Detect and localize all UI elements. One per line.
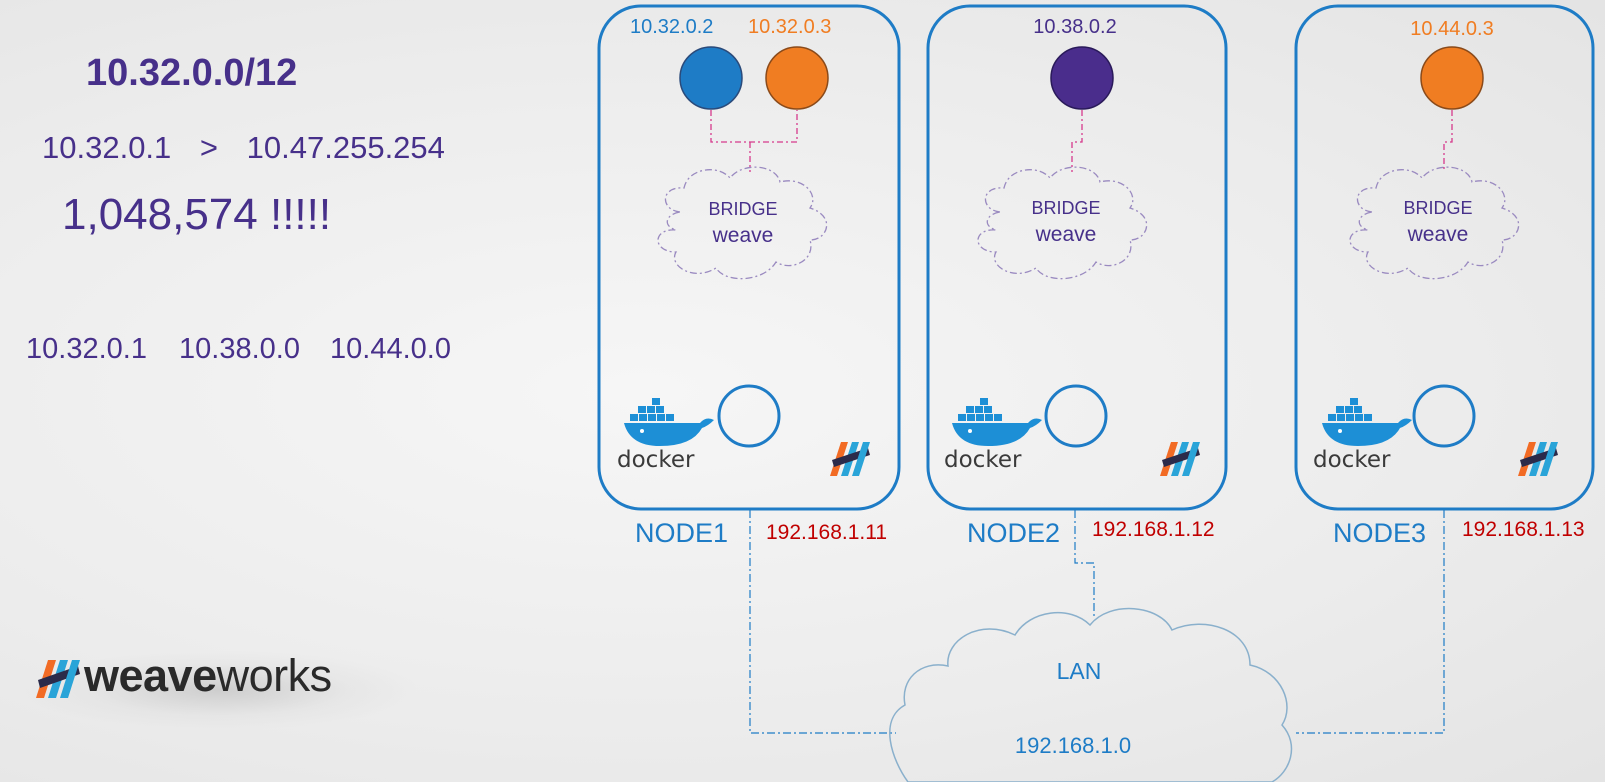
node3-name: NODE3: [1333, 518, 1426, 548]
node1-bridge-cloud: [657, 166, 828, 280]
node1-pod1-circle: [679, 46, 743, 110]
range-end: 10.47.255.254: [246, 130, 445, 165]
lan-cloud: [889, 607, 1293, 782]
allocation-node2: 10.38.0.0: [179, 333, 300, 365]
node3-ip: 192.168.1.13: [1462, 518, 1585, 541]
node2-bridge-label: BRIDGE: [1031, 198, 1100, 218]
node3-lan-link: [1296, 510, 1445, 734]
node2-box: [926, 4, 1228, 511]
weaveworks-logo-text: weaveworks: [84, 650, 332, 701]
node1-weave-icon: [830, 442, 870, 476]
node1-pod1-ip: 10.32.0.2: [630, 16, 713, 38]
node1-name: NODE1: [635, 518, 728, 548]
allocation-node1: 10.32.0.1: [26, 333, 147, 365]
node2-docker-icon: [952, 398, 1042, 446]
address-range: 10.32.0.1 > 10.47.255.254: [42, 130, 445, 166]
node1-docker-icon: [624, 398, 714, 446]
node3-bridge-cloud: [1349, 166, 1520, 280]
address-count: 1,048,574 !!!!!: [62, 190, 332, 239]
node1-box: [597, 4, 901, 511]
node1-bridge-label: BRIDGE: [708, 199, 777, 219]
node2-eth-interface: [1044, 384, 1108, 448]
node2-docker-label: docker: [944, 447, 1022, 473]
node1-pod2-ip: 10.32.0.3: [748, 16, 831, 38]
subnet-cidr: 10.32.0.0/12: [86, 52, 298, 94]
node3-bridge-label: BRIDGE: [1403, 198, 1472, 218]
weaveworks-logo-icon: [36, 660, 80, 698]
node1-pod-links: [710, 110, 798, 172]
node2-ip: 192.168.1.12: [1092, 518, 1215, 541]
node2-lan-link: [1074, 510, 1095, 617]
node2-name: NODE2: [967, 518, 1060, 548]
node2-bridge-name: weave: [1035, 223, 1097, 246]
node2-weave-icon: [1160, 442, 1200, 476]
allocation-node3: 10.44.0.0: [330, 333, 451, 365]
node3-bridge-name: weave: [1407, 223, 1469, 246]
node2-pod1-ip: 10.38.0.2: [1033, 16, 1116, 38]
node1: 10.32.0.2 10.32.0.3 BRIDGE weave docker …: [597, 4, 901, 548]
range-separator: >: [199, 130, 219, 165]
node3-pod1-circle: [1420, 46, 1484, 110]
node1-docker-label: docker: [617, 447, 695, 473]
node2: 10.38.0.2 BRIDGE weave docker NODE2 192.…: [926, 4, 1228, 548]
node1-eth-interface: [717, 384, 781, 448]
node3-pod-links: [1443, 110, 1453, 172]
lan-network: 192.168.1.0: [1015, 733, 1131, 758]
node1-bridge-name: weave: [712, 224, 774, 247]
node1-pod2-circle: [765, 46, 829, 110]
node2-pod-links: [1071, 110, 1083, 172]
range-start: 10.32.0.1: [42, 130, 172, 165]
node3-weave-icon: [1518, 442, 1558, 476]
node3: 10.44.0.3 BRIDGE weave docker NODE3 192.…: [1294, 4, 1595, 548]
node3-box: [1294, 4, 1595, 511]
node1-lan-link: [749, 510, 896, 734]
node3-docker-label: docker: [1313, 447, 1391, 473]
node1-ip: 192.168.1.11: [766, 521, 887, 544]
node2-bridge-cloud: [977, 166, 1148, 280]
lan-links: [749, 510, 1445, 734]
node3-docker-icon: [1322, 398, 1412, 446]
node3-pod1-ip: 10.44.0.3: [1410, 18, 1493, 40]
node3-eth-interface: [1412, 384, 1476, 448]
logo-shadow: [20, 650, 420, 730]
lan-label: LAN: [1057, 658, 1102, 684]
node2-pod1-circle: [1050, 46, 1114, 110]
